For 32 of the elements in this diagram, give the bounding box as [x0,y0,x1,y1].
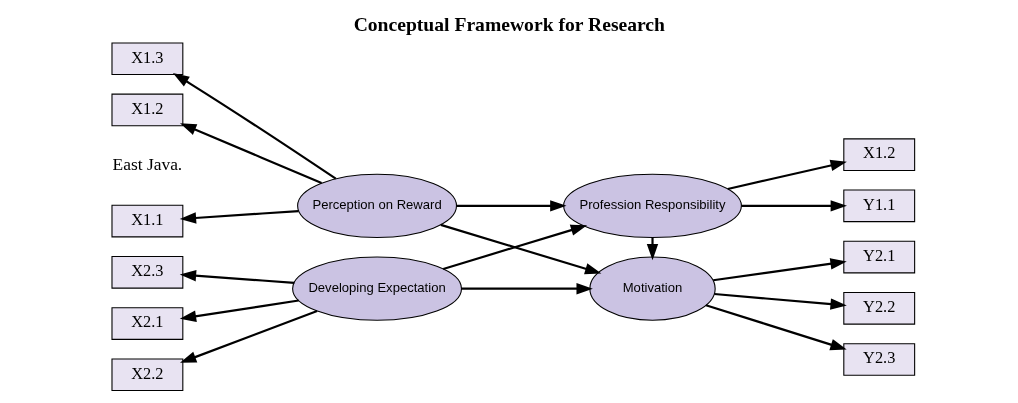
arrow [740,200,847,212]
arrow [442,224,587,270]
node-box: X2.2 [110,358,183,392]
node-box: Y2.3 [842,343,915,376]
arrow [460,282,593,295]
arrow [179,123,322,184]
node-box: X1.1 [110,204,183,238]
label: East Java. [112,153,182,174]
arrow [705,304,847,351]
arrow [646,237,658,261]
diagram-title: Conceptual Framework for Research [353,14,665,36]
node-ellipse: Motivation [588,256,716,321]
arrow [179,209,299,224]
arrow [727,159,847,190]
node-box: X1.3 [110,42,183,76]
node-ellipse: Developing Expectation [291,256,462,321]
arrow [440,223,601,275]
arrow [713,292,847,310]
arrow [179,270,294,284]
node-box: X1.2 [110,93,183,127]
arrow [712,258,847,282]
node-box: Y1.1 [842,189,915,223]
node-box: Y2.2 [842,291,915,325]
node-box: X2.3 [110,256,183,289]
arrow [179,299,299,322]
node-box: Y2.1 [842,240,915,274]
arrow [179,309,318,363]
arrow [172,73,336,180]
node-box: X1.2 [842,138,915,171]
arrow [456,200,567,212]
node-ellipse: Perception on Reward [296,173,457,238]
node-box: X2.1 [110,307,183,340]
